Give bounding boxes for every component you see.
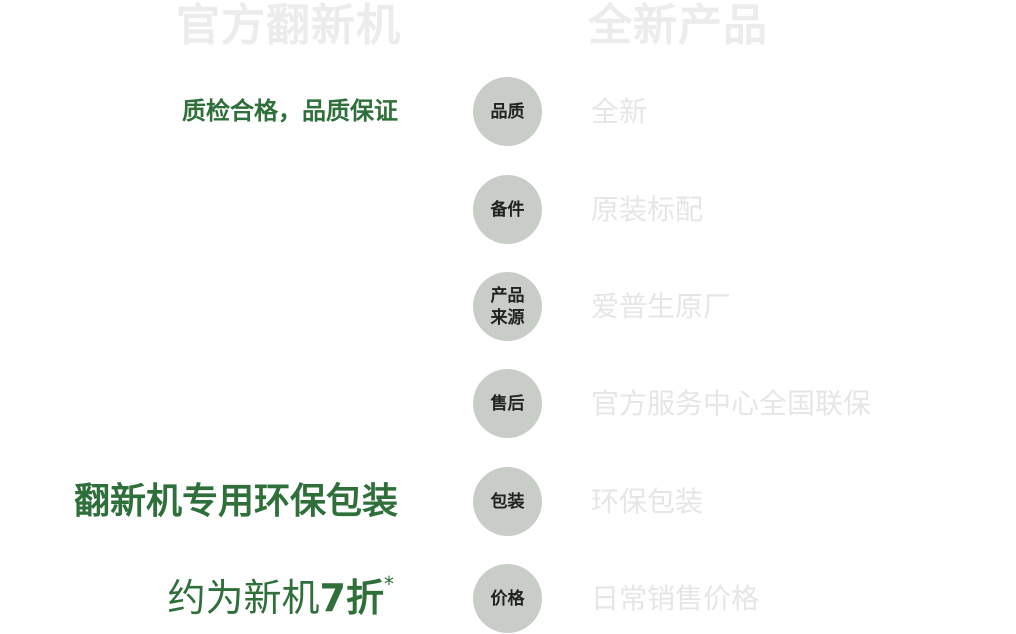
new-product-column-title: 全新产品 bbox=[588, 0, 768, 51]
new-price-text: 日常销售价格 bbox=[591, 582, 760, 615]
category-badge-aftersales: 售后 bbox=[473, 369, 542, 438]
comparison-row-quality: 质检合格，品质保证 品质 全新 bbox=[0, 77, 1016, 147]
new-quality-text: 全新 bbox=[591, 95, 648, 128]
refurbished-packaging-text: 翻新机专用环保包装 bbox=[73, 481, 398, 522]
refurbished-quality-text: 质检合格，品质保证 bbox=[182, 97, 398, 125]
new-parts-text: 原装标配 bbox=[591, 193, 704, 226]
category-badge-quality: 品质 bbox=[473, 77, 542, 146]
category-badge-packaging: 包装 bbox=[473, 467, 542, 536]
comparison-row-packaging: 翻新机专用环保包装 包装 环保包装 bbox=[0, 467, 1016, 537]
comparison-row-parts: 备件 原装标配 bbox=[0, 175, 1016, 245]
new-packaging-text: 环保包装 bbox=[591, 485, 704, 518]
comparison-row-source: 产品 来源 爱普生原厂 bbox=[0, 272, 1016, 342]
new-aftersales-text: 官方服务中心全国联保 bbox=[591, 387, 872, 420]
category-badge-source: 产品 来源 bbox=[473, 272, 542, 341]
refurbished-column-title: 官方翻新机 bbox=[176, 0, 401, 51]
comparison-row-price: 约为新机7折* 价格 日常销售价格 bbox=[0, 564, 1016, 634]
refurbished-price-text: 约为新机7折* bbox=[167, 572, 394, 620]
new-source-text: 爱普生原厂 bbox=[591, 290, 732, 323]
category-badge-parts: 备件 bbox=[473, 175, 542, 244]
comparison-row-aftersales: 售后 官方服务中心全国联保 bbox=[0, 369, 1016, 439]
category-badge-price: 价格 bbox=[473, 564, 542, 633]
